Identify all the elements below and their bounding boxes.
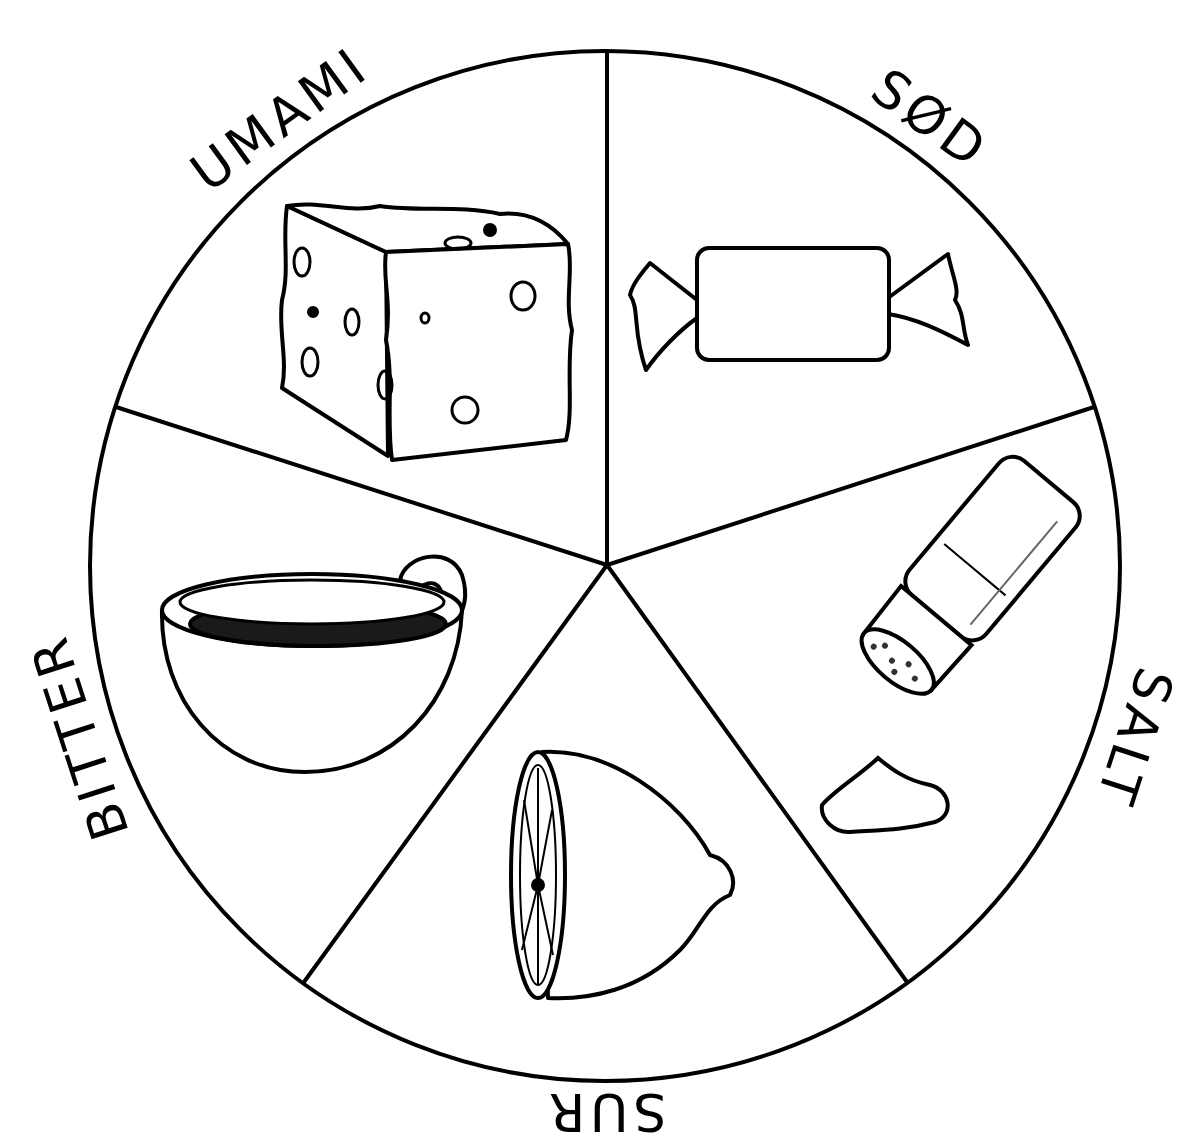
- salt-shaker-icon: [847, 449, 1088, 709]
- salt-pile: [822, 758, 948, 832]
- cup-icon: [162, 556, 465, 772]
- lemon-segments: [522, 768, 553, 985]
- candy-wrapper-left: [630, 263, 697, 370]
- lemon-cut: [511, 752, 565, 998]
- sector-line: [605, 52, 609, 565]
- taste-label: SALT: [1088, 662, 1182, 814]
- shaker-top: [851, 618, 944, 705]
- taste-label: BITTER: [21, 628, 136, 846]
- wheel-outline: [90, 51, 1120, 1081]
- cheese-icon: [281, 204, 572, 460]
- cheese-holes: [294, 237, 535, 423]
- candy-wrapper-right: [888, 254, 968, 345]
- candy-body: [697, 248, 889, 360]
- taste-label: UMAMI: [182, 38, 377, 200]
- cheese-front: [385, 244, 572, 460]
- lemon-peel: [542, 752, 733, 998]
- taste-label: SØD: [863, 60, 998, 178]
- wheel-circle: [90, 51, 1120, 1081]
- lemon-icon: [511, 752, 733, 998]
- taste-label: SUR: [544, 1086, 666, 1138]
- candy-icon: [630, 248, 968, 370]
- cup-rim: [162, 574, 462, 646]
